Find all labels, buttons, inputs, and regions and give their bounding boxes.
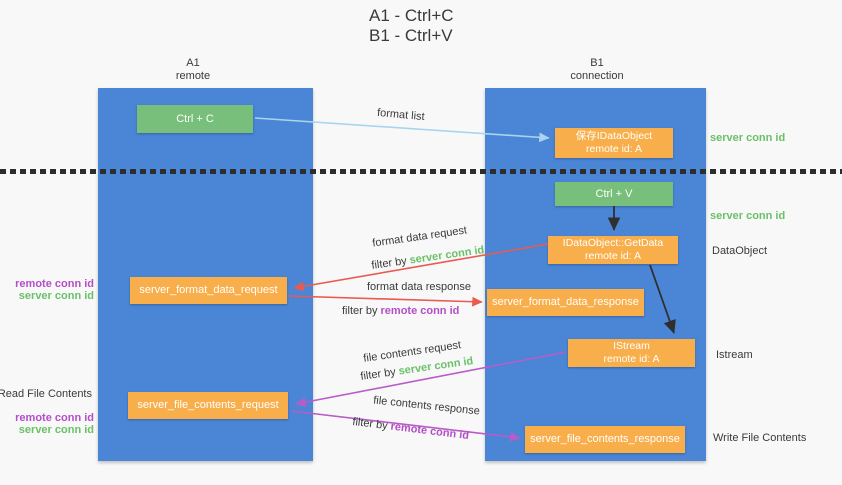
label-format-data-request: format data request	[371, 224, 468, 250]
title-line-2: B1 - Ctrl+V	[369, 26, 453, 45]
label-server-conn-id-left-bottom: server conn id	[18, 424, 94, 436]
lane-a1-role: remote	[175, 70, 211, 82]
node-server-file-contents-response: server_file_contents_response	[525, 426, 685, 453]
label-format-list: format list	[376, 106, 426, 124]
diagram-title: A1 - Ctrl+C B1 - Ctrl+V	[369, 6, 454, 46]
node-file-response-label: server_file_contents_response	[530, 433, 680, 445]
node-getdata-line2: remote id: A	[584, 250, 642, 262]
node-istream: IStream remote id: A	[568, 339, 695, 367]
label-server-conn-id-right-top: server conn id	[710, 132, 786, 144]
arrow-format-data-response	[288, 295, 483, 307]
node-format-response-label: server_format_data_response	[492, 296, 639, 308]
label-filter-by-remote-conn-id-lower: filter by remote conn id	[352, 416, 470, 442]
label-remote-conn-id-left-bottom: remote conn id	[15, 412, 94, 424]
node-ctrl-c: Ctrl + C	[137, 105, 253, 133]
lane-b1-header: B1 connection	[557, 57, 637, 83]
lane-b1-role: connection	[570, 70, 624, 82]
label-file-contents-response: file contents response	[372, 394, 481, 418]
remote-conn-id-text: remote conn id	[389, 420, 470, 443]
label-server-conn-id-left-top: server conn id	[18, 290, 94, 302]
node-getdata-line1: IDataObject::GetData	[562, 237, 664, 249]
node-ctrl-v-label: Ctrl + V	[595, 187, 633, 200]
title-line-1: A1 - Ctrl+C	[369, 6, 454, 25]
label-istream: Istream	[716, 349, 753, 361]
label-server-conn-id-right-mid: server conn id	[710, 210, 786, 222]
filter-by-text: filter by	[351, 415, 392, 433]
server-conn-id-text: server conn id	[408, 244, 486, 267]
node-file-request-label: server_file_contents_request	[137, 399, 279, 411]
label-remote-conn-id-left-top: remote conn id	[15, 278, 94, 290]
label-filter-by-server-conn-id-upper: filter by server conn id	[371, 244, 485, 272]
lane-a1-name: A1	[186, 57, 200, 69]
server-conn-id-text: server conn id	[397, 355, 475, 378]
node-ctrl-c-label: Ctrl + C	[176, 112, 214, 125]
label-format-data-response: format data response	[367, 281, 471, 293]
label-read-file-contents: Read File Contents	[0, 388, 92, 400]
node-format-request-label: server_format_data_request	[139, 284, 278, 296]
label-filter-by-remote-conn-id-upper: filter by remote conn id	[342, 305, 459, 317]
node-server-format-data-response: server_format_data_response	[487, 289, 644, 316]
node-save-idataobject: 保存IDataObject remote id: A	[555, 128, 673, 158]
node-istream-line1: IStream	[613, 340, 650, 352]
label-write-file-contents: Write File Contents	[713, 432, 807, 444]
label-dataobject: DataObject	[712, 245, 768, 257]
lane-b1-name: B1	[590, 57, 604, 69]
remote-conn-id-text: remote conn id	[380, 305, 460, 317]
node-ctrl-v: Ctrl + V	[555, 182, 673, 206]
lane-a1-header: A1 remote	[153, 57, 233, 83]
filter-by-text: filter by	[370, 254, 411, 272]
filter-by-text: filter by	[359, 365, 400, 383]
node-save-idataobject-line1: 保存IDataObject	[575, 130, 653, 142]
node-istream-line2: remote id: A	[603, 353, 660, 365]
node-idataobject-getdata: IDataObject::GetData remote id: A	[548, 236, 678, 264]
dotted-divider	[0, 169, 842, 174]
node-save-idataobject-line2: remote id: A	[585, 143, 643, 155]
node-server-format-data-request: server_format_data_request	[130, 277, 287, 304]
filter-by-text: filter by	[342, 305, 381, 317]
node-server-file-contents-request: server_file_contents_request	[128, 392, 288, 419]
